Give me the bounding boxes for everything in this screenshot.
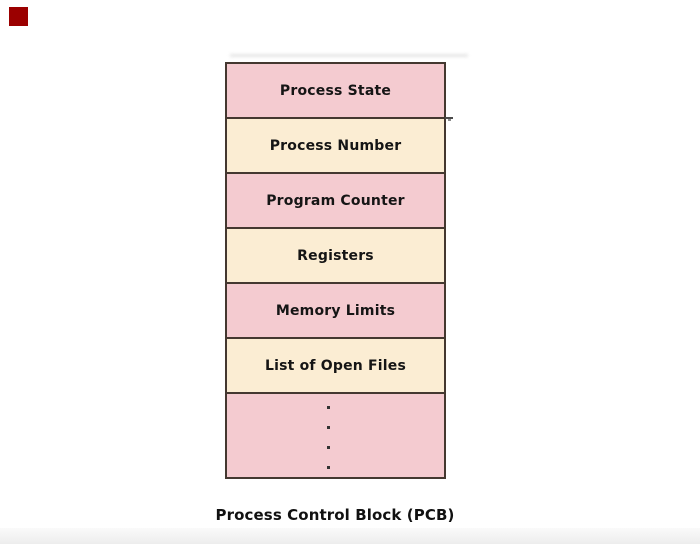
ellipsis-dot	[327, 426, 330, 429]
pcb-row-registers: Registers	[227, 229, 444, 284]
pcb-diagram: Process State Process Number Program Cou…	[225, 62, 446, 479]
bottom-edge-strip	[0, 528, 700, 544]
pcb-row-memory-limits: Memory Limits	[227, 284, 444, 339]
pcb-row-process-state: Process State	[227, 64, 444, 119]
pcb-row-list-of-open-files: List of Open Files	[227, 339, 444, 394]
stray-tick-mark	[445, 117, 453, 121]
row-label: List of Open Files	[264, 357, 407, 374]
red-marker-square	[9, 7, 28, 26]
ellipsis-dots	[227, 394, 444, 477]
row-label: Registers	[297, 247, 374, 264]
pcb-row-process-number: Process Number	[227, 119, 444, 174]
ellipsis-dot	[327, 446, 330, 449]
pcb-row-program-counter: Program Counter	[227, 174, 444, 229]
diagram-caption: Process Control Block (PCB)	[215, 506, 455, 524]
box-top-shadow	[230, 54, 468, 57]
row-label: Program Counter	[266, 192, 405, 209]
row-label: Memory Limits	[275, 302, 396, 319]
ellipsis-dot	[327, 406, 330, 409]
row-label: Process State	[279, 82, 392, 99]
ellipsis-dot	[327, 466, 330, 469]
row-label: Process Number	[269, 137, 402, 154]
